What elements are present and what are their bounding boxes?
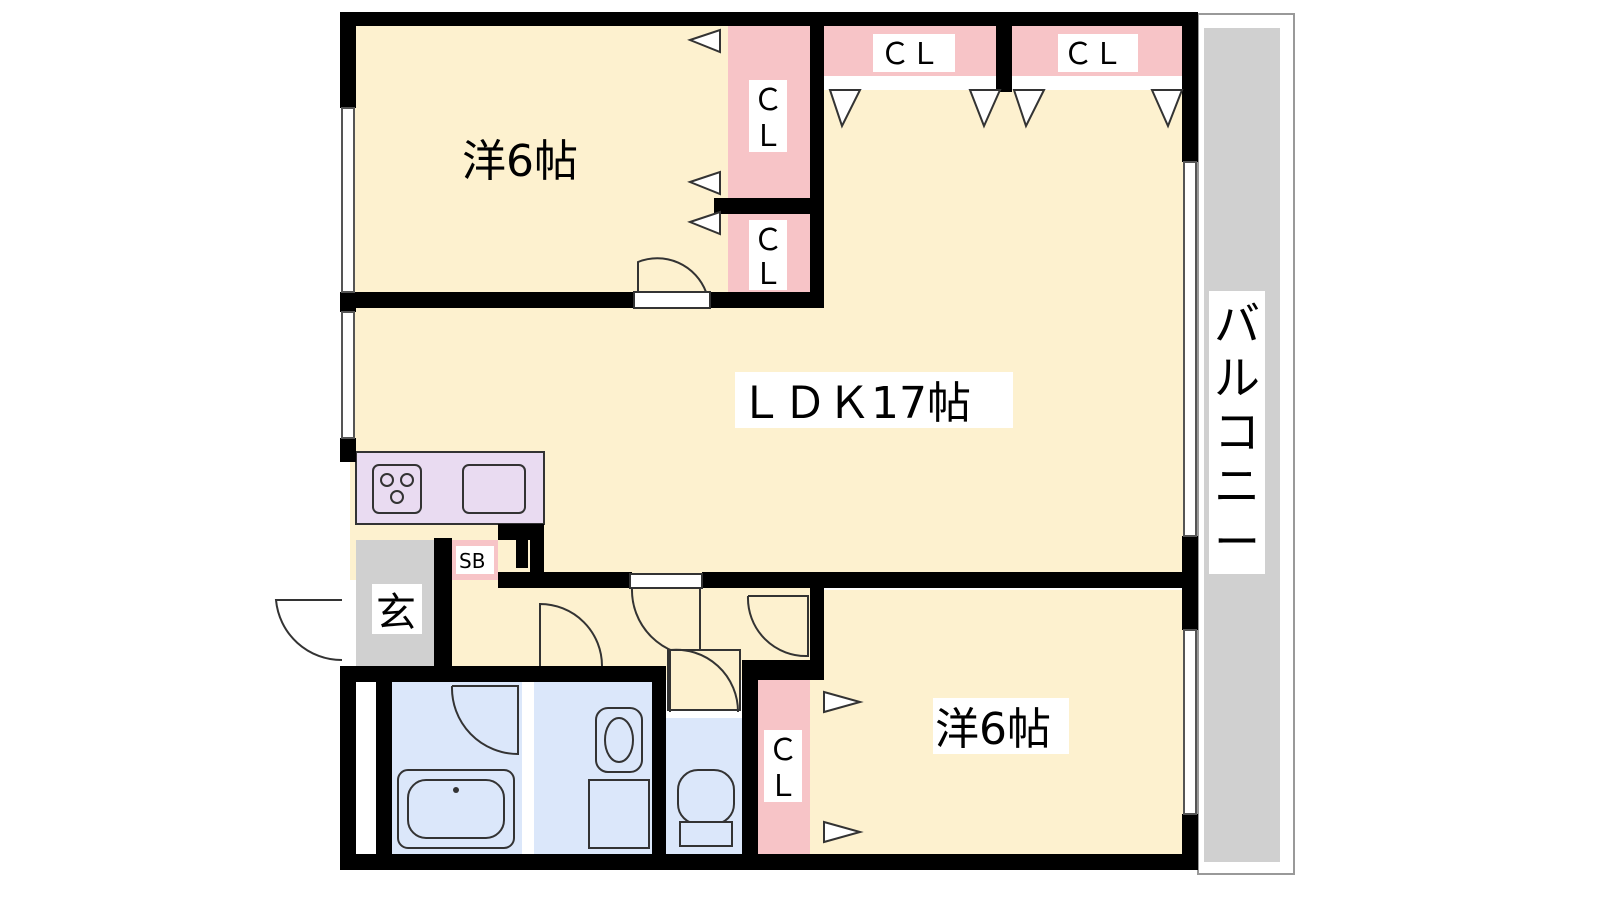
- bottom-closet-label-l: Ｌ: [768, 769, 798, 804]
- toilet-room: [666, 718, 744, 854]
- balcony-label-char-1: バ: [1214, 297, 1260, 351]
- balcony: [1197, 13, 1295, 875]
- balcony-label-char-3: コ: [1214, 405, 1260, 459]
- bedroom-closet-upper-label-group: Ｃ Ｌ: [749, 80, 787, 154]
- western-room-bottom-label: 洋6帖: [935, 704, 1051, 755]
- top-closet-2-label: ＣＬ: [1063, 37, 1123, 72]
- walls: [340, 12, 1198, 870]
- windows: [341, 107, 1197, 815]
- shoe-box-label: SB: [459, 549, 485, 573]
- closet-door-markers: [687, 28, 1184, 844]
- western-room-bottom-label-group: 洋6帖: [933, 698, 1069, 755]
- kitchen-counter: [355, 451, 545, 525]
- balcony-label-char-5: ー: [1214, 515, 1260, 569]
- bathroom: [392, 682, 522, 854]
- top-closet-2-label-group: ＣＬ: [1058, 34, 1138, 72]
- entrance-label: 玄: [376, 590, 416, 636]
- ldk-label-group: ＬＤＫ17帖: [735, 372, 1013, 429]
- bottom-closet-label-group: Ｃ Ｌ: [764, 730, 802, 804]
- top-closet-1-label-group: ＣＬ: [873, 34, 955, 72]
- bedroom-closet-lower-label-l: Ｌ: [753, 257, 783, 292]
- washroom: [534, 682, 652, 854]
- shoe-box-label-group: SB: [456, 546, 494, 574]
- bottom-closet-label-c: Ｃ: [768, 733, 798, 768]
- balcony-label: バ ル コ ニ ー: [1214, 297, 1260, 569]
- bedroom-closet-upper-label-c: Ｃ: [753, 83, 783, 118]
- doors: [274, 257, 809, 756]
- top-closet-1-label: ＣＬ: [880, 37, 940, 72]
- western-room-top-label: 洋6帖: [462, 136, 578, 187]
- bedroom-closet-lower-label-group: Ｃ Ｌ: [749, 220, 787, 292]
- entrance-label-group: 玄: [372, 584, 422, 636]
- balcony-label-char-2: ル: [1214, 351, 1260, 405]
- bedroom-closet-lower-label-c: Ｃ: [753, 223, 783, 258]
- bedroom-closet-upper-label-l: Ｌ: [753, 119, 783, 154]
- ldk-label: ＬＤＫ17帖: [739, 378, 971, 429]
- balcony-label-char-4: ニ: [1214, 459, 1260, 513]
